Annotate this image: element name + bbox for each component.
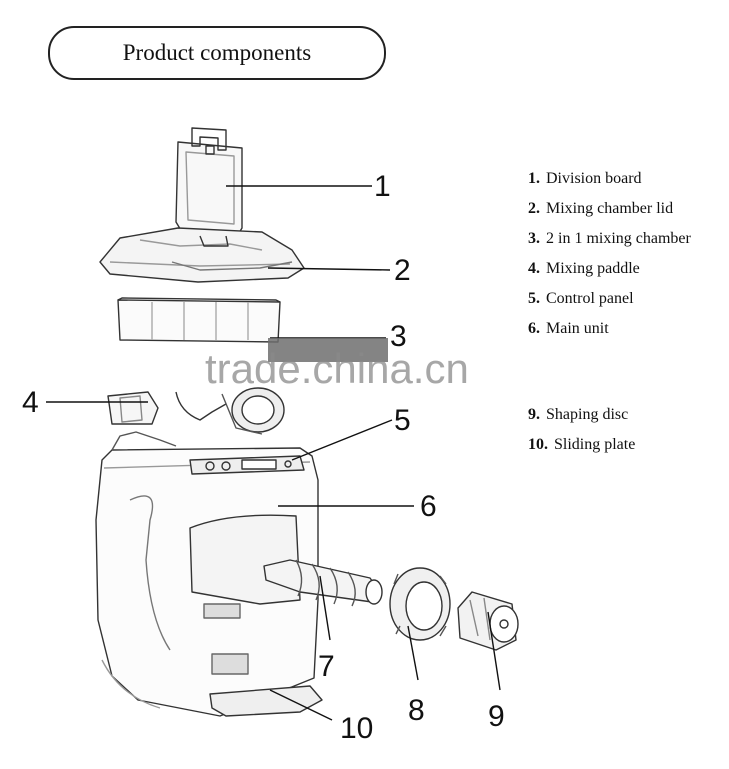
callout-9: 9 [488, 700, 505, 733]
leader-line-9 [487, 611, 501, 691]
legend-item: 4.Mixing paddle [528, 260, 640, 277]
legend-item: 9.Shaping disc [528, 406, 629, 423]
callout-3: 3 [390, 320, 407, 353]
mixing-chamber-lid-part [99, 227, 305, 283]
callout-7: 7 [318, 650, 335, 683]
watermark-bar [268, 338, 388, 362]
main-unit-part [95, 431, 323, 717]
division-board-part [175, 127, 243, 239]
leader-line-10 [269, 689, 333, 721]
legend-item: 1.Division board [528, 170, 642, 187]
callout-1: 1 [374, 170, 391, 203]
watermark: trade.china.cn [205, 345, 469, 392]
callout-6: 6 [420, 490, 437, 523]
legend-item: 2.Mixing chamber lid [528, 200, 674, 217]
leader-line-7 [319, 575, 331, 641]
callout-5: 5 [394, 404, 411, 437]
legend-item: 6.Main unit [528, 320, 609, 337]
leader-line-5 [291, 419, 393, 461]
screw-auger-part [263, 559, 383, 607]
legend-item: 10.Sliding plate [528, 436, 636, 453]
mixing-chamber-part [117, 297, 285, 435]
leader-line-8 [407, 625, 419, 681]
page-title: Product components [48, 26, 386, 80]
ring-nut-part [389, 567, 451, 641]
legend-item: 5.Control panel [528, 290, 634, 307]
callout-8: 8 [408, 694, 425, 727]
legend-item: 3.2 in 1 mixing chamber [528, 230, 691, 247]
shaping-disc-part [457, 591, 519, 651]
callout-10: 10 [340, 712, 374, 745]
callout-2: 2 [394, 254, 411, 287]
callout-4: 4 [22, 386, 39, 419]
mixing-paddle-part [107, 391, 159, 425]
leader-line-2 [267, 267, 391, 271]
